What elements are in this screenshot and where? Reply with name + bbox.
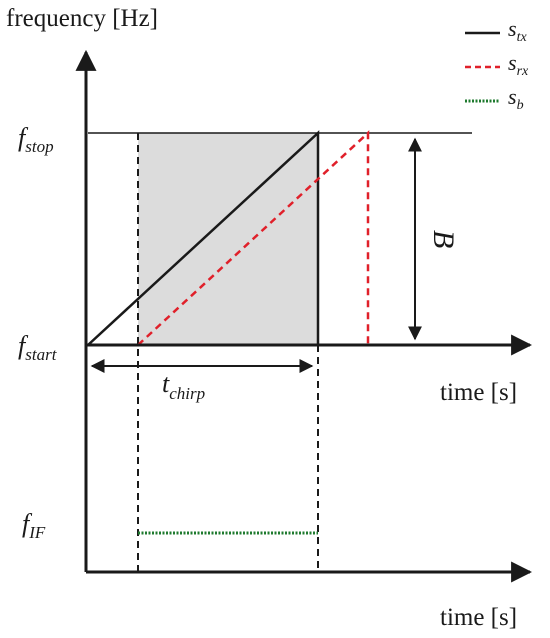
f-stop-label: fstop — [18, 123, 54, 156]
overlap-region — [138, 133, 318, 345]
x-axis-bottom-label: time [s] — [440, 604, 517, 631]
legend-rx-label: srx — [508, 50, 529, 79]
y-axis-label: frequency [Hz] — [6, 5, 158, 32]
bandwidth-label: B — [427, 230, 460, 248]
f-start-label: fstart — [18, 331, 58, 364]
rx-chirp — [137, 130, 370, 346]
x-axis-top-label: time [s] — [440, 379, 517, 406]
f-if-label: fIF — [22, 509, 46, 542]
legend-b-label: sb — [508, 84, 524, 113]
tx-chirp — [87, 130, 320, 346]
legend: stx srx sb — [465, 16, 529, 113]
t-chirp-label: tchirp — [162, 369, 205, 403]
legend-tx-label: stx — [508, 16, 527, 45]
